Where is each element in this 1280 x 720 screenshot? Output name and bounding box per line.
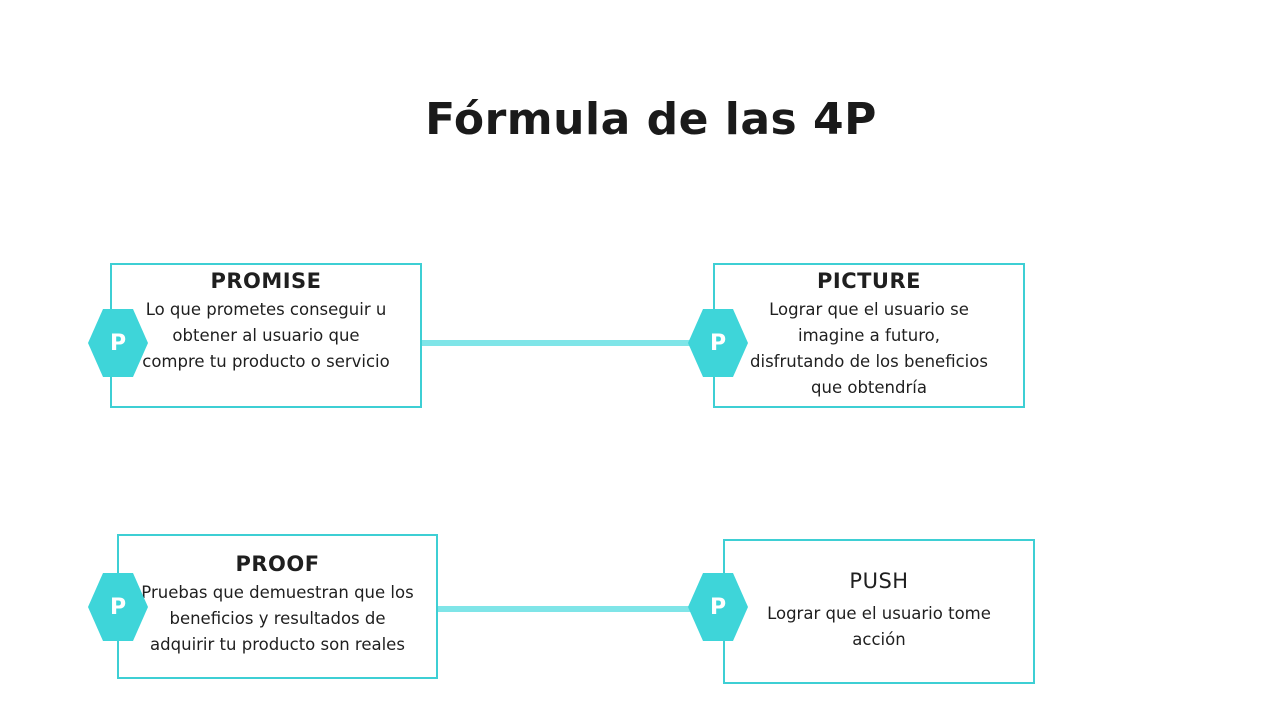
connector-proof-push <box>437 606 693 612</box>
connector-promise-picture <box>421 340 693 346</box>
badge-promise: P <box>88 309 148 377</box>
badge-letter: P <box>109 330 127 356</box>
badge-letter: P <box>709 330 727 356</box>
card-description: Pruebas que demuestran que los beneficio… <box>141 583 414 654</box>
card-description: Lograr que el usuario tome acción <box>767 604 991 649</box>
badge-letter: P <box>709 594 727 620</box>
card-title: PROOF <box>235 552 320 576</box>
card-push: PUSH Lograr que el usuario tome acción <box>723 539 1035 684</box>
card-title: PROMISE <box>210 269 322 293</box>
card-proof: PROOF Pruebas que demuestran que los ben… <box>117 534 438 679</box>
card-promise: PROMISE Lo que prometes conseguir u obte… <box>110 263 422 408</box>
card-description: Lo que prometes conseguir u obtener al u… <box>142 300 390 371</box>
badge-letter: P <box>109 594 127 620</box>
card-description: Lograr que el usuario se imagine a futur… <box>750 300 988 397</box>
diagram-title: Fórmula de las 4P <box>425 94 877 145</box>
card-title: PICTURE <box>816 269 921 293</box>
card-title: PUSH <box>849 569 909 593</box>
badge-picture: P <box>688 309 748 377</box>
card-picture: PICTURE Lograr que el usuario se imagine… <box>713 263 1025 408</box>
